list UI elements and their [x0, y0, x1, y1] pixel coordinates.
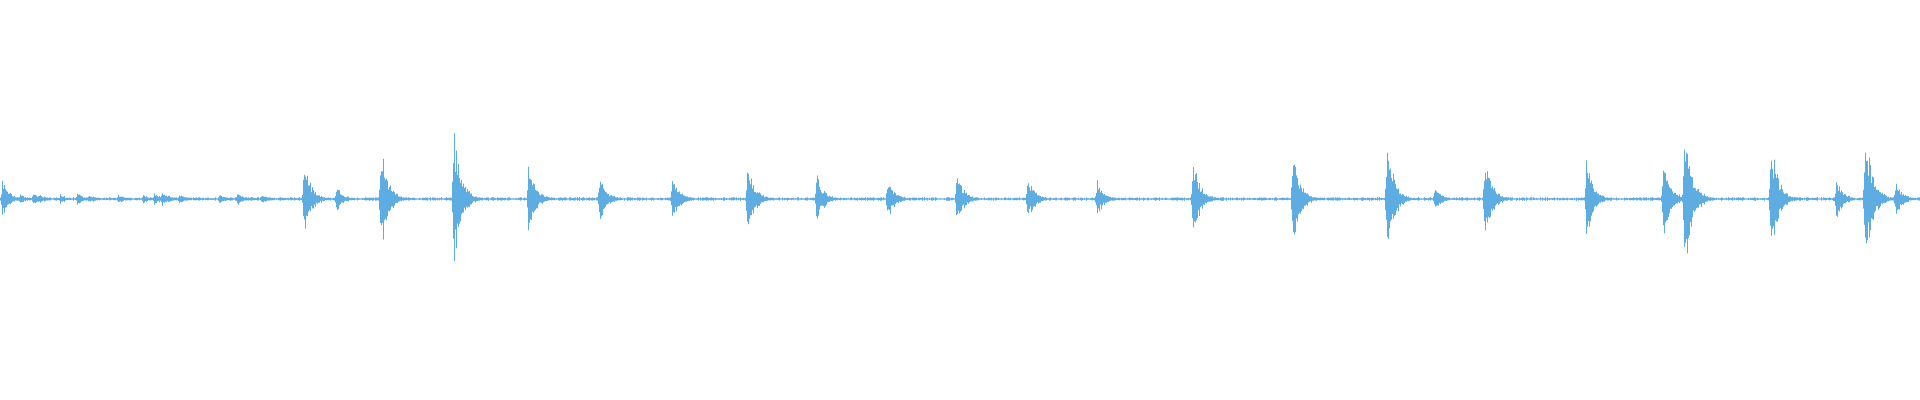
waveform-bars [0, 133, 1920, 261]
waveform-trace [0, 133, 1920, 261]
